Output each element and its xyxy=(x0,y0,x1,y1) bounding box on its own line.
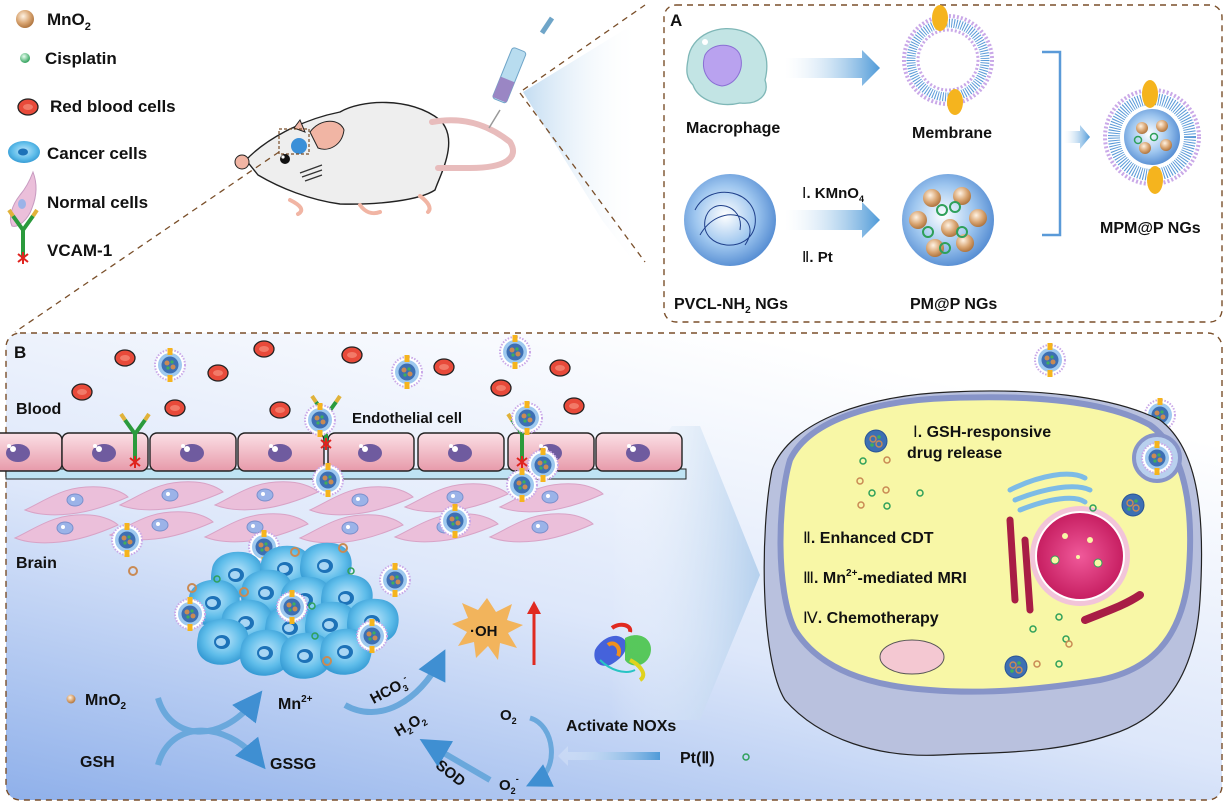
endothelial-layer xyxy=(0,432,687,480)
endothelial-label: Endothelial cell xyxy=(352,410,462,427)
svg-text:Cisplatin: Cisplatin xyxy=(45,49,117,68)
svg-text:VCAM-1: VCAM-1 xyxy=(47,241,112,260)
membrane-vesicle-icon xyxy=(902,5,994,115)
legend: MnO2 Cisplatin Red blood cells Cancer ce… xyxy=(7,10,176,266)
activate-noxs-label: Activate NOXs xyxy=(566,718,676,735)
cancer-cell-icon xyxy=(8,141,40,163)
cisplatin-particle-icon xyxy=(20,53,30,63)
mpmp-label: MPM@P NGs xyxy=(1100,220,1201,237)
svg-text:Red blood cells: Red blood cells xyxy=(50,97,176,116)
step-kmno4-label: Ⅰ. KMnO4 xyxy=(802,185,864,204)
tumor-site-icon xyxy=(291,138,307,154)
zoom-cone xyxy=(523,20,640,270)
panel-a: A Macrophage Membrane PVCL-NH2 NGs Ⅰ. KM… xyxy=(663,4,1223,323)
tumor-cluster xyxy=(128,542,411,679)
gssg-product: GSSG xyxy=(270,756,316,773)
macrophage-icon xyxy=(686,28,768,106)
mpmp-nanogel-icon xyxy=(1103,80,1201,194)
blood-label: Blood xyxy=(16,401,61,418)
arrow-to-oh xyxy=(343,649,446,716)
increase-arrow-icon xyxy=(527,601,541,665)
arrow-sod-to-h2o2 xyxy=(419,738,492,783)
cell-step-1-cont: drug release xyxy=(907,445,1002,462)
legend-item-normal-cells: Normal cells xyxy=(9,170,148,227)
panel-a-tag: A xyxy=(670,11,682,30)
o2-label: O2 xyxy=(500,707,517,726)
cell-step-1: Ⅰ. GSH-responsive xyxy=(913,424,1051,441)
reaction-scheme: MnO2 GSH Mn2+ GSSG HCO3- H2O2 ·OH O2 O2-… xyxy=(66,598,750,796)
mouse-illustration xyxy=(234,101,516,216)
arrow-macrophage-to-membrane xyxy=(785,50,880,86)
svg-text:Cancer cells: Cancer cells xyxy=(47,144,147,163)
hydroxyl-radical-burst xyxy=(452,598,523,660)
pvcl-label: PVCL-NH2 NGs xyxy=(674,296,788,316)
pt-label: Pt(Ⅱ) xyxy=(680,750,715,767)
pvcl-nanogel-icon xyxy=(684,174,776,266)
legend-item-mno2: MnO2 xyxy=(16,10,91,33)
normal-cell-icon xyxy=(9,170,37,227)
svg-text:MnO2: MnO2 xyxy=(47,10,91,33)
macrophage-label: Macrophage xyxy=(686,120,780,137)
step-pt-label: Ⅱ. Pt xyxy=(802,249,833,266)
combine-bracket xyxy=(1042,50,1062,237)
cell-step-2: Ⅱ. Enhanced CDT xyxy=(803,530,934,547)
mno2-particle-icon xyxy=(66,694,76,704)
legend-item-red-blood-cells: Red blood cells xyxy=(17,97,176,116)
cell-step-3: Ⅲ. Mn2+-mediated MRI xyxy=(803,568,967,587)
svg-text:Normal cells: Normal cells xyxy=(47,193,148,212)
arrow-pt-to-nox xyxy=(558,746,660,766)
red-blood-cell-icon xyxy=(17,98,39,116)
oh-label: ·OH xyxy=(470,623,498,640)
mno2-particle-icon xyxy=(16,10,34,28)
panel-b-tag: B xyxy=(14,343,26,362)
superoxide-label: O2- xyxy=(499,774,519,796)
gsh-reactant: GSH xyxy=(80,754,115,771)
mno2-reactant: MnO2 xyxy=(85,692,127,712)
cell-step-4: Ⅳ. Chemotherapy xyxy=(803,610,939,627)
mn2-product: Mn2+ xyxy=(278,694,313,713)
membrane-label: Membrane xyxy=(912,125,992,142)
legend-item-cisplatin: Cisplatin xyxy=(20,49,117,68)
arrow-pvcl-to-pmp xyxy=(785,202,880,238)
cancer-cell-zoom: Ⅰ. GSH-responsive drug release Ⅱ. Enhanc… xyxy=(763,390,1203,756)
nox-protein-icon xyxy=(594,622,651,682)
pmp-label: PM@P NGs xyxy=(910,296,997,313)
arrow-o2-to-superoxide xyxy=(525,715,554,787)
arrow-to-mpmp xyxy=(1064,125,1090,149)
pmp-nanogel-icon xyxy=(902,174,994,266)
syringe-icon xyxy=(488,16,555,129)
panel-b: B Blood Brain Endothelial cell xyxy=(0,332,1223,801)
arrow-to-gssg xyxy=(155,727,266,770)
brain-label: Brain xyxy=(16,555,57,572)
legend-item-cancer-cells: Cancer cells xyxy=(8,141,147,163)
legend-item-vcam1: VCAM-1 xyxy=(7,208,112,266)
